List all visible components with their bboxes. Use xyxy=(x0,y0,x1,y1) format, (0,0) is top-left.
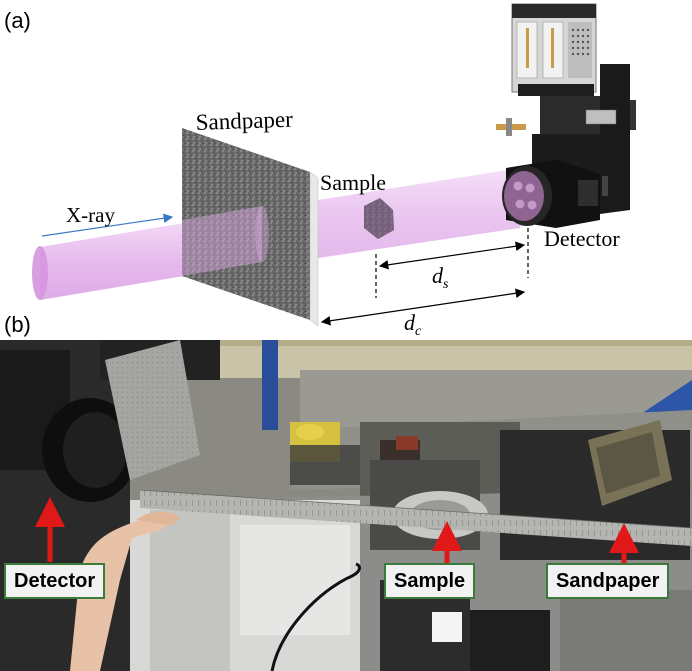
sandpaper-sheet xyxy=(182,128,319,327)
sample-photo-label: Sample xyxy=(384,563,476,599)
ds-label: ds xyxy=(432,263,449,292)
xray-label: X-ray xyxy=(66,203,115,227)
sandpaper-photo-label: Sandpaper xyxy=(546,563,670,599)
ruler xyxy=(139,489,692,546)
panel-b-photo xyxy=(0,340,692,671)
panel-a-letter: (a) xyxy=(4,8,31,33)
detector-photo-label: Detector xyxy=(4,563,106,599)
xray-beam-front xyxy=(318,168,520,258)
xray-beam xyxy=(32,222,190,300)
sample-crystal xyxy=(364,198,394,239)
distance-markers xyxy=(320,228,529,326)
panel-a-schematic: (a) X-ray Sandpaper Sample Detector ds d… xyxy=(4,3,636,339)
red-arrows xyxy=(35,497,639,564)
xray-direction-arrow xyxy=(41,213,174,237)
detector-device xyxy=(496,3,636,228)
dc-label: dc xyxy=(404,310,422,339)
detector-label: Detector xyxy=(544,226,620,251)
sample-label: Sample xyxy=(320,170,386,195)
panel-b-letter: (b) xyxy=(4,312,31,337)
sandpaper-label: Sandpaper xyxy=(195,107,293,135)
